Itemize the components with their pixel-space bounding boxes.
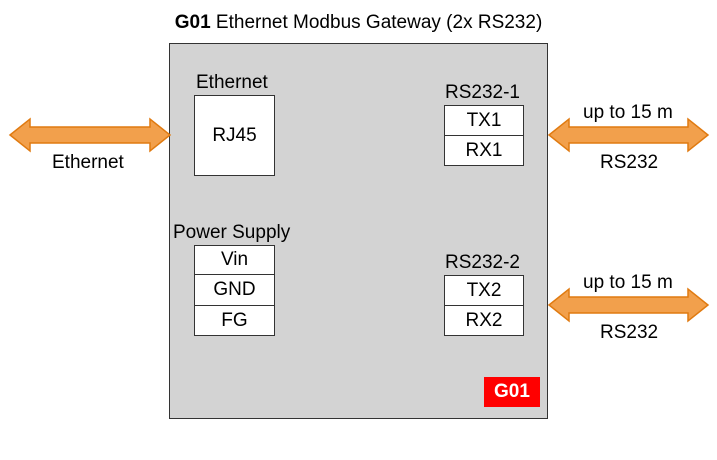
ethernet-link-label: Ethernet [52, 152, 124, 173]
terminal-rx2: RX2 [444, 306, 524, 336]
rs232-1-terminals: TX1 RX1 [444, 105, 524, 166]
rj45-port: RJ45 [194, 95, 275, 176]
rs232-2-terminals: TX2 RX2 [444, 275, 524, 336]
rs232-1-distance: up to 15 m [583, 102, 673, 123]
rs232-1-label: RS232-1 [445, 82, 520, 103]
diagram-title: G01 Ethernet Modbus Gateway (2x RS232) [0, 12, 717, 34]
rs232-2-double-arrow [547, 287, 710, 323]
ethernet-double-arrow [8, 117, 172, 153]
rs232-1-double-arrow [547, 117, 710, 153]
terminal-tx1: TX1 [444, 105, 524, 136]
model-badge: G01 [484, 377, 540, 407]
ethernet-block-label: Ethernet [196, 72, 268, 93]
power-supply-terminals: Vin GND FG [194, 245, 275, 336]
terminal-rx1: RX1 [444, 136, 524, 166]
title-model: G01 [174, 12, 211, 33]
title-description: Ethernet Modbus Gateway (2x RS232) [210, 12, 543, 33]
terminal-tx2: TX2 [444, 275, 524, 306]
rs232-1-link-type: RS232 [600, 152, 659, 173]
rs232-2-link-type: RS232 [600, 322, 659, 343]
terminal-fg: FG [194, 306, 275, 336]
terminal-gnd: GND [194, 275, 275, 306]
power-supply-label: Power Supply [173, 222, 291, 243]
rs232-2-distance: up to 15 m [583, 272, 673, 293]
terminal-vin: Vin [194, 245, 275, 275]
rs232-2-label: RS232-2 [445, 252, 520, 273]
